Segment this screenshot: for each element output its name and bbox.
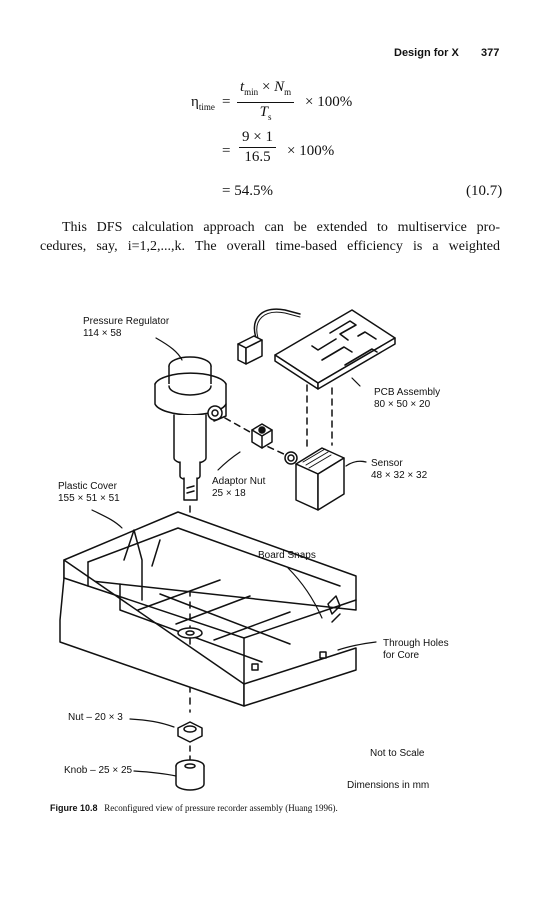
pcb-connector [237, 335, 263, 365]
label-nut: Nut – 20 × 3 [68, 712, 123, 723]
pcb-cable-inner [256, 311, 301, 339]
page-number: 377 [481, 47, 500, 59]
equation-fraction-2: 9 × 1 16.5 [239, 129, 276, 166]
label-board-snaps: Board Snaps [258, 550, 316, 561]
pressure-regulator [154, 356, 227, 501]
figure-caption-text: Reconfigured view of pressure recorder a… [104, 803, 338, 813]
label-pressure-regulator: Pressure Regulator 114 × 58 [83, 316, 170, 339]
plastic-cover [59, 511, 357, 707]
label-pcb-assembly: PCB Assembly 80 × 50 × 20 [374, 387, 441, 410]
leader-lines [91, 337, 377, 777]
label-adaptor-nut: Adaptor Nut 25 × 18 [212, 476, 266, 499]
equation-lhs: ηtime [191, 94, 215, 112]
label-dimensions: Dimensions in mm [347, 780, 430, 791]
running-header-title: Design for X [394, 47, 459, 59]
fraction-1-denominator: Ts [259, 104, 272, 122]
eta-symbol: η [191, 94, 199, 110]
regulator-nut-guide [224, 417, 251, 433]
fraction-2-denominator: 16.5 [244, 149, 271, 165]
pcb-board [274, 309, 396, 390]
fraction-2-numerator: 9 × 1 [239, 129, 276, 148]
sensor [284, 447, 345, 511]
knob [175, 759, 205, 791]
label-through-holes: Through Holes for Core [383, 638, 449, 661]
body-paragraph: This DFS calculation approach can be ext… [40, 218, 500, 256]
label-knob: Knob – 25 × 25 [64, 765, 133, 776]
equation-result: = 54.5% [222, 183, 273, 199]
figure-caption: Figure 10.8 Reconfigured view of pressur… [50, 803, 338, 813]
label-not-to-scale: Not to Scale [370, 748, 425, 759]
pcb-cable [253, 308, 301, 339]
figure-caption-label: Figure 10.8 [50, 803, 98, 813]
equation-times-1: × 100% [305, 94, 353, 110]
equation-equals-2: = [222, 143, 231, 159]
eta-subscript: time [198, 102, 215, 112]
label-sensor: Sensor 48 × 32 × 32 [371, 458, 428, 481]
label-plastic-cover: Plastic Cover 155 × 51 × 51 [58, 481, 120, 504]
nut [177, 721, 203, 743]
equation-equals-1: = [222, 94, 231, 110]
paragraph-line-2: cedures, say, i=1,2,...,k. The overall t… [40, 239, 500, 254]
pcb-guide-lines [306, 384, 333, 451]
equation-times-2: × 100% [287, 143, 335, 159]
equation-fraction-1: tmin × Nm Ts [237, 79, 295, 126]
paragraph-line-1: This DFS calculation approach can be ext… [62, 220, 500, 235]
fraction-1-numerator: tmin × Nm [237, 79, 295, 103]
equation-number: (10.7) [466, 183, 503, 199]
adaptor-nut [251, 423, 273, 449]
